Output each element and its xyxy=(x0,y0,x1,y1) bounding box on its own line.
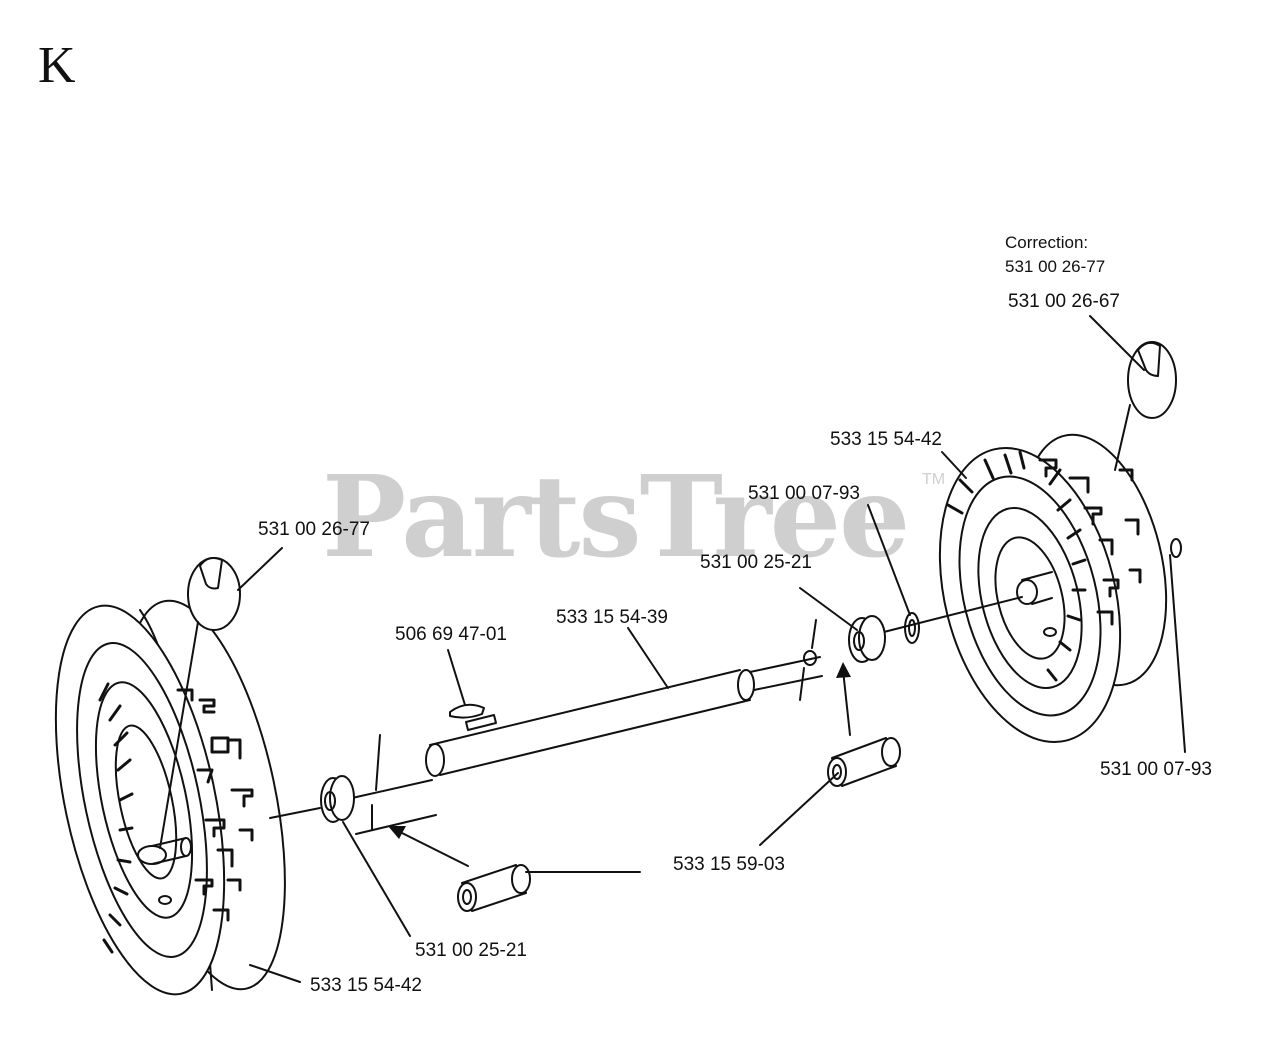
label-bearing-right: 531 00 25-21 xyxy=(700,552,812,573)
upper-bushing xyxy=(827,737,901,787)
lower-bushing xyxy=(457,864,531,912)
left-bearing xyxy=(320,775,355,823)
label-bushing: 533 15 59-03 xyxy=(673,854,785,875)
right-wheel xyxy=(938,433,1168,743)
right-washer xyxy=(904,612,920,644)
right-clip xyxy=(1127,341,1177,419)
label-wheel-left: 533 15 54-42 xyxy=(310,975,422,996)
label-wheel-right: 533 15 54-42 xyxy=(830,429,942,450)
label-washer-right: 531 00 07-93 xyxy=(748,483,860,504)
watermark: PartsTree xyxy=(322,452,910,583)
axle-assembly xyxy=(269,596,1023,835)
arrow-heads xyxy=(388,662,851,839)
label-axle: 533 15 54-39 xyxy=(556,607,668,628)
left-wheel xyxy=(54,599,286,996)
right-bearing xyxy=(848,615,886,663)
correction-part-number: 531 00 26-77 xyxy=(1005,257,1106,276)
leader-lines xyxy=(159,315,1186,983)
correction-heading: Correction: xyxy=(1005,233,1089,252)
watermark-trademark: TM xyxy=(922,471,946,488)
label-clip-right: 531 00 26-67 xyxy=(1008,291,1120,312)
label-bearing-left: 531 00 25-21 xyxy=(415,940,527,961)
section-letter: K xyxy=(38,37,76,94)
label-washer-far-right: 531 00 07-93 xyxy=(1100,759,1212,780)
woodruff-key xyxy=(449,703,485,719)
label-key: 506 69 47-01 xyxy=(395,624,507,645)
label-clip-left: 531 00 26-77 xyxy=(258,519,370,540)
far-right-washer xyxy=(1170,538,1182,558)
left-clip xyxy=(187,557,241,631)
